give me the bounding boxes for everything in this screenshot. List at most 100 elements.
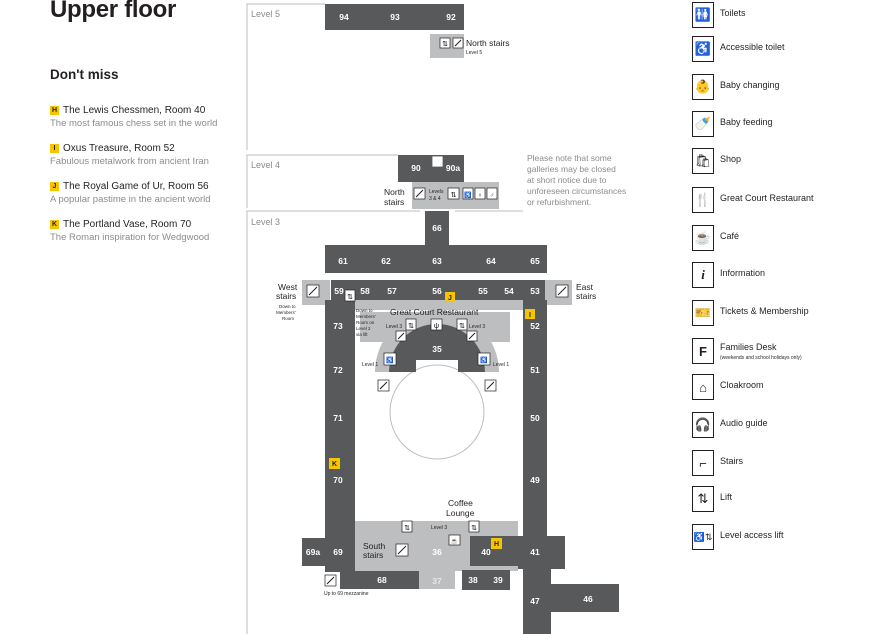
- lift-icon: ⇅: [344, 289, 356, 302]
- marker-i-icon[interactable]: [525, 309, 535, 319]
- members-room-label: Room on: [356, 320, 375, 325]
- restaurant-icon: ψ: [430, 318, 443, 331]
- legend-item-level-access-lift[interactable]: ♿⇅Level access lift: [692, 524, 877, 552]
- room-66[interactable]: [425, 211, 449, 245]
- legend-item-baby-feeding[interactable]: 🍼Baby feeding: [692, 111, 877, 139]
- baby-changing-icon: ♀: [474, 187, 486, 200]
- svg-text:⇅: ⇅: [451, 192, 457, 199]
- restaurant-label: Great Court Restaurant: [390, 307, 479, 317]
- legend-item-cloakroom[interactable]: ⌂Cloakroom: [692, 374, 877, 402]
- members-room-label: via lift: [356, 332, 368, 337]
- row-59-53[interactable]: [331, 280, 545, 300]
- shop-icon: [431, 155, 444, 168]
- room-label: 90: [411, 163, 421, 173]
- legend-item-stairs[interactable]: ⌐Stairs: [692, 450, 877, 478]
- room-41[interactable]: [518, 536, 565, 569]
- room-69a[interactable]: [302, 538, 325, 566]
- legend-item-shop[interactable]: 🛍Shop: [692, 148, 877, 176]
- highlight-room: , Room 70: [145, 219, 192, 230]
- room-38-39[interactable]: [462, 570, 510, 590]
- legend-label: Cloakroom: [720, 380, 764, 390]
- room-47[interactable]: [523, 569, 551, 634]
- east-wing[interactable]: [523, 300, 547, 536]
- level1-right-label: Level 1: [493, 362, 509, 368]
- baby-feeding-icon: 🍼: [692, 111, 714, 137]
- toilets-icon: 🚻: [692, 2, 714, 28]
- legend-item-audio-guide[interactable]: 🎧Audio guide: [692, 412, 877, 440]
- level3-right-label: Level 3: [469, 324, 485, 330]
- room-numbers: 94 93 92 90 90a 66 61 62 63 64 65 59 58 …: [306, 12, 593, 606]
- west-stairs-label: West: [278, 282, 298, 292]
- room-label: 71: [333, 413, 343, 423]
- stairs-icon: [395, 330, 407, 342]
- room-94[interactable]: [325, 4, 464, 30]
- legend-item-cafe[interactable]: ☕Café: [692, 225, 877, 253]
- level1-left-label: Level 1: [362, 362, 378, 368]
- highlight-name: Oxus Treasure: [63, 143, 129, 154]
- room-46[interactable]: [551, 584, 619, 612]
- svg-text:♂: ♂: [490, 193, 495, 199]
- lift-icon: ⇅: [401, 520, 413, 533]
- dont-miss-heading: Don't miss: [50, 67, 119, 82]
- legend-item-lift[interactable]: ⇅Lift: [692, 486, 877, 514]
- north-stairs-label: stairs: [384, 197, 404, 207]
- room-label: 92: [446, 12, 456, 22]
- lift-icon: ⇅: [692, 486, 714, 512]
- room-label: 58: [360, 286, 370, 296]
- highlight-desc: The Roman inspiration for Wedgwood: [50, 232, 210, 243]
- stairs-icon: [555, 284, 569, 298]
- legend-item-tickets[interactable]: 🎫Tickets & Membership: [692, 300, 877, 328]
- stairs-icon: [306, 284, 320, 298]
- legend-label: Accessible toilet: [720, 42, 785, 52]
- marker-label: J: [448, 295, 452, 302]
- families-desk-icon: F: [692, 338, 714, 364]
- level3-outline: [246, 210, 523, 634]
- room-68[interactable]: [340, 571, 419, 589]
- legend-label: Tickets & Membership: [720, 306, 809, 316]
- page-title: Upper floor: [50, 0, 177, 23]
- highlight-room: , Room 40: [159, 105, 206, 116]
- room-label: 72: [333, 365, 343, 375]
- coffee-lounge-label: Lounge: [446, 508, 475, 518]
- east-stairs-label: stairs: [576, 291, 596, 301]
- marker-h-icon[interactable]: [491, 538, 502, 549]
- marker-k-icon[interactable]: [329, 458, 340, 469]
- room-label: 38: [468, 575, 478, 585]
- levels-label: Levels: [429, 189, 444, 195]
- marker-label: K: [332, 461, 337, 468]
- note-line: Please note that some: [527, 153, 612, 163]
- west-wing[interactable]: [325, 300, 355, 572]
- room-35-block[interactable]: [416, 338, 458, 360]
- legend-item-toilets[interactable]: 🚻Toilets: [692, 2, 877, 30]
- south-stairs-label: stairs: [363, 550, 383, 560]
- room-label: 59: [334, 286, 344, 296]
- legend-item-baby-changing[interactable]: 👶Baby changing: [692, 74, 877, 102]
- east-stairs-label: East: [576, 282, 594, 292]
- top-row[interactable]: [325, 245, 547, 273]
- room-35[interactable]: [389, 324, 485, 372]
- room-label: 66: [432, 223, 442, 233]
- room-label: 68: [377, 575, 387, 585]
- level3-bottom-label: Level 3: [431, 525, 447, 531]
- legend-label: Baby changing: [720, 80, 780, 90]
- legend-item-accessible-toilet[interactable]: ♿Accessible toilet: [692, 36, 877, 64]
- room-label: 70: [333, 475, 343, 485]
- room-label: 62: [381, 256, 391, 266]
- highlight-desc: The most famous chess set in the world: [50, 118, 218, 129]
- stairs-icon: [413, 187, 426, 200]
- west-sub-label: Room: [282, 316, 294, 321]
- legend-label: Great Court Restaurant: [720, 193, 814, 203]
- accessible-toilet-icon: ♿: [462, 187, 474, 200]
- room-90[interactable]: [398, 155, 464, 182]
- room-label: 41: [530, 547, 540, 557]
- legend-item-restaurant[interactable]: 🍴Great Court Restaurant: [692, 187, 877, 215]
- marker-j-icon[interactable]: [445, 292, 455, 302]
- marker-j-icon: J: [50, 182, 59, 191]
